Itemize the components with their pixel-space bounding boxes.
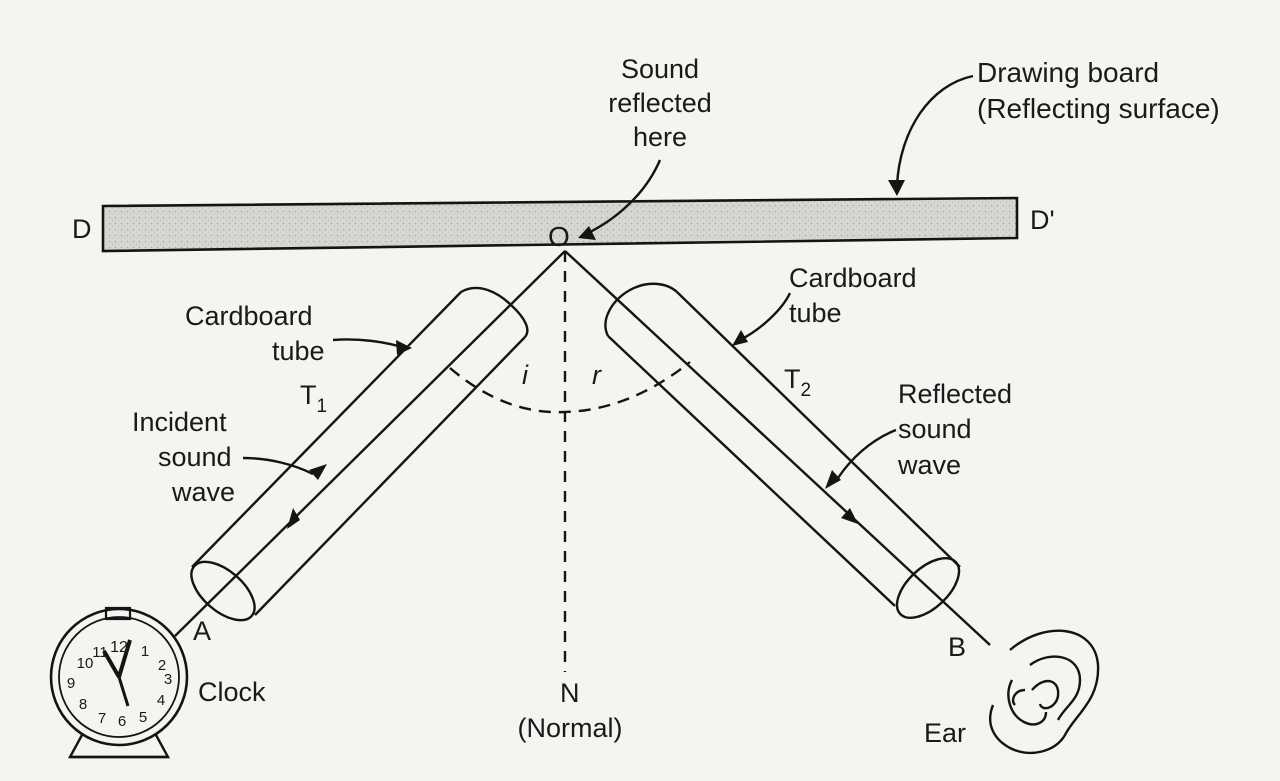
reflection-note: Sound reflected here	[608, 54, 712, 152]
reflected-wave-line-3: wave	[897, 450, 961, 480]
board-caption-line-2: (Reflecting surface)	[977, 93, 1220, 124]
incident-sound-path	[174, 250, 566, 637]
normal-letter: N	[560, 678, 580, 708]
clock-numeral-10: 10	[77, 655, 94, 672]
incident-wave-pointer	[242, 456, 314, 476]
right-tube-name-line-2: tube	[789, 298, 842, 328]
right-tube-name-line-1: Cardboard	[789, 263, 917, 293]
reflected-wave-line-2: sound	[898, 414, 972, 444]
left-tube-name-line-2: tube	[272, 336, 325, 366]
point-b-label: B	[948, 632, 966, 662]
reflection-note-line-1: Sound	[621, 54, 699, 84]
reflected-wave-pointer	[837, 428, 897, 479]
clock-icon: 12 1 2 3 4 5 6 7 8 9 10 11	[49, 606, 189, 759]
ear-icon	[988, 629, 1100, 755]
board-pointer-arrow	[888, 74, 974, 196]
clock-label: Clock	[198, 677, 266, 707]
right-tube-pointer	[739, 292, 792, 342]
left-tube-pointer	[332, 338, 403, 349]
point-a-label: A	[193, 616, 211, 646]
clock-numeral-9: 9	[67, 675, 75, 692]
clock-numeral-4: 4	[157, 692, 165, 709]
right-cardboard-tube	[604, 282, 961, 619]
angle-arc	[449, 361, 691, 414]
left-tube-tag: T1	[300, 380, 327, 417]
reflection-note-line-3: here	[633, 122, 687, 152]
reflection-note-line-2: reflected	[608, 88, 712, 118]
ear-label: Ear	[924, 718, 966, 748]
board-caption: Drawing board (Reflecting surface)	[977, 57, 1220, 124]
right-tube-tag: T2	[784, 364, 811, 401]
angle-r-label: r	[592, 360, 602, 390]
clock-numeral-2: 2	[158, 657, 166, 674]
reflection-note-arrow	[578, 159, 662, 240]
clock-numeral-5: 5	[139, 709, 147, 726]
board-left-label: D	[72, 214, 92, 244]
normal-caption: (Normal)	[518, 713, 623, 743]
reflected-path-arrowhead	[841, 508, 858, 524]
clock-numeral-6: 6	[118, 713, 126, 730]
board-right-label: D'	[1030, 205, 1055, 235]
clock-numeral-12: 12	[110, 639, 128, 656]
angle-i-label: i	[522, 360, 529, 390]
board-caption-line-1: Drawing board	[977, 57, 1159, 88]
reflected-wave-arrowhead	[825, 470, 841, 489]
clock-numeral-3: 3	[164, 671, 172, 688]
incident-wave-line-1: Incident	[132, 407, 227, 437]
reflection-point-label: O	[548, 221, 570, 252]
left-cardboard-tube	[190, 286, 529, 622]
clock-numeral-11: 11	[92, 644, 108, 661]
incident-wave-arrowhead	[309, 464, 327, 480]
reflected-wave-line-1: Reflected	[898, 379, 1012, 409]
incident-wave-line-2: sound	[158, 442, 232, 472]
left-tube-pointer-head	[396, 340, 412, 355]
clock-numeral-1: 1	[141, 643, 149, 660]
drawing-board	[101, 196, 1019, 253]
clock-numeral-7: 7	[98, 710, 106, 727]
clock-numeral-8: 8	[79, 696, 87, 713]
right-tube-pointer-head	[732, 330, 748, 346]
incident-path-arrowhead	[287, 508, 300, 529]
reflected-sound-path	[564, 250, 991, 646]
incident-wave-line-3: wave	[171, 477, 235, 507]
left-tube-name-line-1: Cardboard	[185, 301, 313, 331]
